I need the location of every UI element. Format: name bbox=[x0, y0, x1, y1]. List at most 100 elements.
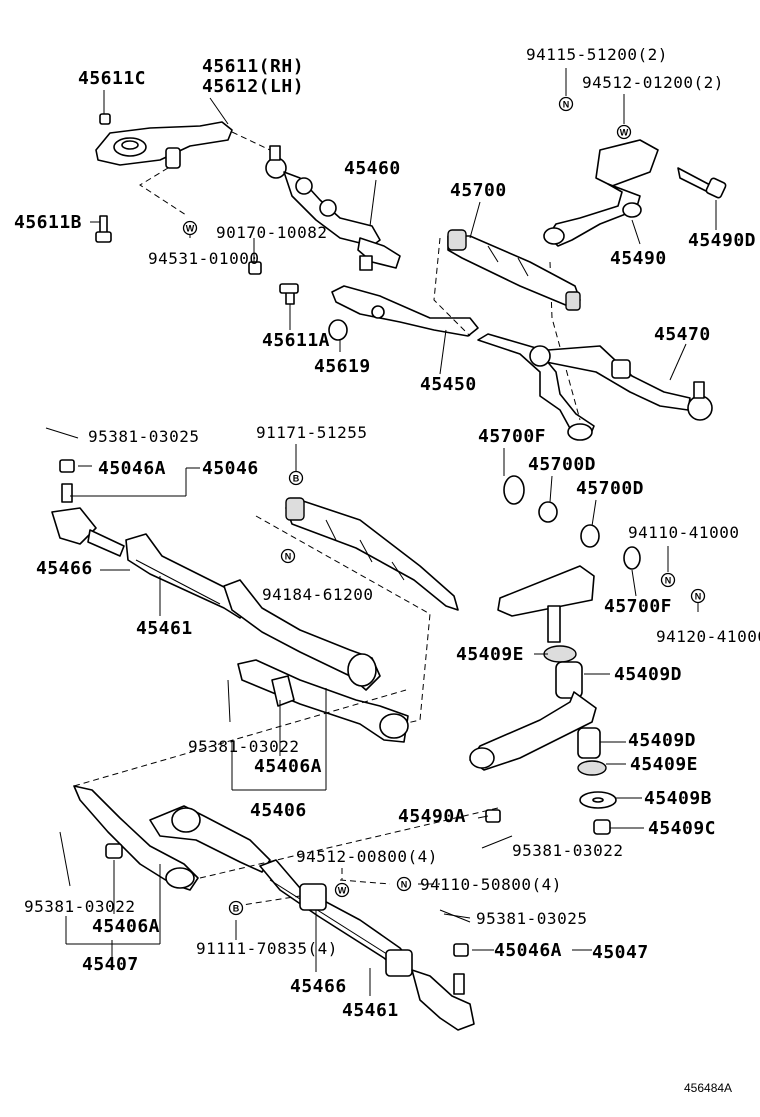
label-45700d-b: 45700D bbox=[576, 478, 644, 499]
label-45409d-b: 45409D bbox=[628, 730, 696, 751]
label-94184: 94184-61200 bbox=[262, 585, 373, 604]
label-45406: 45406 bbox=[250, 800, 307, 821]
label-45611c: 45611C bbox=[78, 68, 146, 89]
label-45460: 45460 bbox=[344, 158, 401, 179]
label-45046a-b: 45046A bbox=[494, 940, 562, 961]
label-94110-41000: 94110-41000 bbox=[628, 523, 739, 542]
label-94512-00800: 94512-00800(4) bbox=[296, 847, 438, 866]
symbol-b-icon: B bbox=[228, 900, 244, 916]
label-45490: 45490 bbox=[610, 248, 667, 269]
idler-arm-bracket bbox=[95, 121, 271, 216]
label-95381-03022-b: 95381-03022 bbox=[512, 841, 623, 860]
svg-text:W: W bbox=[338, 886, 347, 896]
label-95381-03022-c: 95381-03022 bbox=[24, 897, 135, 916]
symbol-n-icon: N bbox=[690, 588, 706, 604]
label-45047: 45047 bbox=[592, 942, 649, 963]
label-45409b: 45409B bbox=[644, 788, 712, 809]
label-95381-03025-top: 95381-03025 bbox=[88, 427, 199, 446]
symbol-n-icon: N bbox=[396, 876, 412, 892]
nut-45611c bbox=[99, 113, 111, 125]
nut-45409c bbox=[593, 819, 611, 835]
label-94115: 94115-51200(2) bbox=[526, 45, 668, 64]
part-labels: 45611C 45611(RH) 45612(LH) 94115-51200(2… bbox=[14, 45, 760, 1095]
symbol-w-icon: W bbox=[334, 882, 350, 898]
nut-45046a-top bbox=[59, 459, 75, 473]
label-45046: 45046 bbox=[202, 458, 259, 479]
label-45406a-top: 45406A bbox=[254, 756, 322, 777]
label-45046a-top: 45046A bbox=[98, 458, 166, 479]
label-45406a-b: 45406A bbox=[92, 916, 160, 937]
label-91111: 91111-70835(4) bbox=[196, 939, 338, 958]
symbol-n-icon: N bbox=[280, 548, 296, 564]
svg-text:W: W bbox=[186, 224, 195, 234]
damper-lower bbox=[255, 497, 459, 731]
label-45466-top: 45466 bbox=[36, 558, 93, 579]
nut-45046a-bottom bbox=[453, 943, 469, 957]
tie-rod-end-45046 bbox=[51, 483, 125, 557]
svg-text:W: W bbox=[620, 128, 629, 138]
symbol-n-icon: N bbox=[558, 96, 574, 112]
symbol-b-icon: B bbox=[288, 470, 304, 486]
bolt-45611b bbox=[95, 215, 112, 243]
label-90170: 90170-10082 bbox=[216, 223, 327, 242]
label-45700: 45700 bbox=[450, 180, 507, 201]
svg-text:N: N bbox=[285, 552, 292, 562]
label-94110-50800: 94110-50800(4) bbox=[420, 875, 562, 894]
idler-arm-45407 bbox=[59, 689, 499, 891]
cotter-pin-top bbox=[45, 427, 79, 439]
label-45409c: 45409C bbox=[648, 818, 716, 839]
label-45700f-b: 45700F bbox=[604, 596, 672, 617]
label-45407: 45407 bbox=[82, 954, 139, 975]
tie-rod-45461-top bbox=[125, 533, 381, 691]
leader-lines bbox=[65, 68, 717, 996]
label-95381-03022-a: 95381-03022 bbox=[188, 737, 299, 756]
label-45612-lh: 45612(LH) bbox=[202, 76, 304, 97]
label-45409e-b: 45409E bbox=[630, 754, 698, 775]
label-45611b: 45611B bbox=[14, 212, 82, 233]
svg-text:N: N bbox=[563, 100, 570, 110]
idler-arm-45406 bbox=[227, 659, 409, 743]
label-45409e-top: 45409E bbox=[456, 644, 524, 665]
label-45466-b: 45466 bbox=[290, 976, 347, 997]
idler-arm-bracket-45409 bbox=[469, 565, 607, 776]
label-45490a: 45490A bbox=[398, 806, 466, 827]
label-95381-03025-b: 95381-03025 bbox=[476, 909, 587, 928]
label-94512-01200: 94512-01200(2) bbox=[582, 73, 724, 92]
tie-rod-45461-bottom bbox=[259, 859, 475, 1031]
label-45619: 45619 bbox=[314, 356, 371, 377]
svg-text:N: N bbox=[401, 880, 408, 890]
nut-45490a bbox=[485, 809, 501, 823]
steering-damper-45700 bbox=[447, 229, 581, 311]
symbol-n-icon: N bbox=[660, 572, 676, 588]
svg-text:B: B bbox=[233, 904, 240, 914]
pitman-arm-45490 bbox=[543, 139, 659, 247]
bushings bbox=[503, 475, 641, 570]
svg-text:B: B bbox=[293, 474, 300, 484]
label-94120: 94120-41000 bbox=[656, 627, 760, 646]
bolt-45490d bbox=[677, 167, 727, 199]
label-45461-top: 45461 bbox=[136, 618, 193, 639]
svg-text:N: N bbox=[665, 576, 672, 586]
label-45611a: 45611A bbox=[262, 330, 330, 351]
label-45461-b: 45461 bbox=[342, 1000, 399, 1021]
center-link-45450 bbox=[331, 237, 595, 441]
label-45700f-top: 45700F bbox=[478, 426, 546, 447]
label-45470: 45470 bbox=[654, 324, 711, 345]
label-45409d-top: 45409D bbox=[614, 664, 682, 685]
svg-text:N: N bbox=[695, 592, 702, 602]
washer-45409b bbox=[579, 791, 617, 809]
label-45700d-a: 45700D bbox=[528, 454, 596, 475]
relay-rod-45460 bbox=[265, 145, 401, 271]
figure-reference-code: 456484A bbox=[684, 1081, 732, 1095]
label-45450: 45450 bbox=[420, 374, 477, 395]
label-94531: 94531-01000 bbox=[148, 249, 259, 268]
symbol-w-icon: W bbox=[616, 124, 632, 140]
symbol-w-icon: W bbox=[182, 220, 198, 236]
label-91171: 91171-51255 bbox=[256, 423, 367, 442]
label-45611-rh: 45611(RH) bbox=[202, 56, 304, 77]
bushing-45619 bbox=[328, 319, 348, 341]
tie-rod-45470 bbox=[529, 345, 713, 421]
nut-90170 bbox=[248, 261, 262, 275]
